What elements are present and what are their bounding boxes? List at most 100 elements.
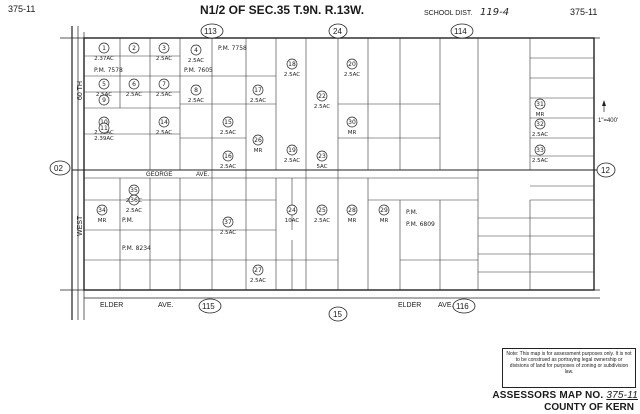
parcel-area: 2.5AC bbox=[220, 130, 236, 136]
parcel-label: 332.5AC bbox=[532, 144, 548, 164]
parcel-label: 25 2.5AC bbox=[314, 204, 330, 224]
parcel-label: 15 2.5AC bbox=[220, 116, 236, 136]
parcel-number: 19 bbox=[288, 147, 296, 154]
parcel-area: 2.5AC bbox=[250, 278, 266, 284]
parcel-label: 24 10AC bbox=[285, 204, 300, 224]
parcel-number: 9 bbox=[102, 97, 106, 104]
adjacent-sheets: 02 113 24 114 12 115 15 116 bbox=[49, 23, 616, 322]
parcel-number-circle bbox=[286, 204, 298, 216]
parcel-number-circle bbox=[190, 84, 202, 96]
parcel-area: 2.5AC bbox=[126, 92, 142, 98]
parcel-number-circle bbox=[286, 144, 298, 156]
parcel-number-circle bbox=[98, 122, 110, 134]
parcel-number: 6 bbox=[132, 81, 136, 88]
adjacent-sheet-marker: 24 bbox=[328, 23, 348, 39]
parcel-number: 34 bbox=[98, 207, 106, 214]
parcel-number: 25 bbox=[318, 207, 326, 214]
parcel-label: 322.5AC bbox=[532, 118, 548, 138]
assessors-map-number: ASSESSORS MAP NO. 375-11 bbox=[478, 390, 638, 401]
street-label-george: GEORGE bbox=[146, 172, 172, 178]
parcel-area: 2.39AC bbox=[94, 136, 114, 142]
parcel-number: 29 bbox=[380, 207, 388, 214]
svg-text:113: 113 bbox=[204, 27, 217, 36]
parcel-label: 162.5AC bbox=[220, 150, 236, 170]
map-number-left: 375-11 bbox=[8, 4, 35, 14]
parcel-number: 26 bbox=[254, 137, 262, 144]
parcel-area: 2.5AC bbox=[344, 72, 360, 78]
parcel-lines bbox=[84, 38, 594, 290]
parcel-label: 2 bbox=[128, 42, 140, 54]
adjacent-sheet-marker: 15 bbox=[328, 306, 348, 322]
parcel-number: 24 bbox=[288, 207, 296, 214]
parcel-number: 15 bbox=[224, 119, 232, 126]
parcel-number-circle bbox=[128, 42, 140, 54]
parcel-number-circle bbox=[98, 94, 110, 106]
street-label-elder-right: ELDER bbox=[398, 302, 421, 309]
parcel-area: 10AC bbox=[285, 218, 300, 224]
parcel-area: 2.5AC bbox=[314, 218, 330, 224]
assessors-map-value: 375-11 bbox=[606, 390, 638, 401]
parcel-area: MR bbox=[348, 218, 357, 224]
pm-annotation: P.M. 6809 bbox=[406, 221, 435, 228]
parcel-area: 2.5AC bbox=[156, 92, 172, 98]
north-arrow-icon bbox=[602, 100, 606, 106]
parcel-number: 23 bbox=[318, 153, 326, 160]
parcel-label: 9 bbox=[98, 94, 110, 106]
parcel-number: 30 bbox=[348, 119, 356, 126]
parcel-label: 6 2.5AC bbox=[126, 78, 142, 98]
parcel-area: 2.5AC bbox=[156, 130, 172, 136]
pm-annotation: P.M. bbox=[406, 209, 418, 216]
parcel-area: 2.5AC bbox=[220, 230, 236, 236]
parcel-number-circle bbox=[346, 204, 358, 216]
parcel-number-circle bbox=[316, 150, 328, 162]
svg-text:12: 12 bbox=[601, 166, 610, 175]
street-label-elder-ave-left: AVE. bbox=[158, 302, 173, 309]
map-title: N1/2 OF SEC.35 T.9N. R.13W. bbox=[200, 3, 364, 17]
parcel-label: 32.5AC bbox=[156, 42, 172, 62]
parcel-number-circle bbox=[346, 58, 358, 70]
parcel-label: 362.5AC bbox=[126, 194, 142, 214]
parcel-area: 2.37AC bbox=[94, 56, 114, 62]
svg-text:24: 24 bbox=[333, 27, 342, 36]
parcel-number-circle bbox=[190, 44, 202, 56]
parcel-number: 28 bbox=[348, 207, 356, 214]
section-boundary bbox=[60, 26, 600, 320]
parcel-area: 2.5AC bbox=[188, 58, 204, 64]
parcel-map-annotations: P.M. 7578 P.M. 7605 P.M. 6809 P.M. 8234 … bbox=[94, 45, 435, 252]
county-label: COUNTY OF KERN bbox=[544, 402, 634, 413]
parcel-number-circle bbox=[252, 134, 264, 146]
parcel-number: 22 bbox=[318, 93, 326, 100]
parcel-area: 2.5AC bbox=[284, 158, 300, 164]
parcel-label: 12.37AC bbox=[94, 42, 114, 62]
parcel-number: 11 bbox=[100, 125, 108, 132]
parcel-labels: 12.37AC232.5AC42.5AC52.5AC62.5AC72.5AC82… bbox=[94, 42, 548, 284]
parcel-label: 22 2.5AC bbox=[314, 90, 330, 110]
parcel-area: MR bbox=[254, 148, 263, 154]
school-district-value: 119-4 bbox=[480, 7, 509, 18]
pm-annotation: P.M. bbox=[122, 217, 134, 224]
parcel-area: 2.5AC bbox=[188, 98, 204, 104]
parcel-number: 33 bbox=[536, 147, 544, 154]
parcel-area: MR bbox=[98, 218, 107, 224]
parcel-area: 5AC bbox=[316, 164, 327, 170]
parcel-label: 172.5AC bbox=[250, 84, 266, 104]
parcel-number-circle bbox=[378, 204, 390, 216]
parcel-label: 182.5AC bbox=[284, 58, 300, 78]
parcel-area: 2.5AC bbox=[250, 98, 266, 104]
parcel-label: 82.5AC bbox=[188, 84, 204, 104]
parcel-number-circle bbox=[222, 150, 234, 162]
parcel-area: 2.5AC bbox=[314, 104, 330, 110]
parcel-number: 20 bbox=[348, 61, 356, 68]
parcel-area: 2.5AC bbox=[284, 72, 300, 78]
street-label-60th: 60 TH bbox=[77, 81, 84, 100]
adjacent-sheet-marker: 113 bbox=[200, 23, 224, 39]
parcel-number: 2 bbox=[132, 45, 136, 52]
pm-annotation: P.M. 7578 bbox=[94, 67, 123, 74]
parcel-area: MR bbox=[536, 112, 545, 118]
parcel-number-circle bbox=[128, 78, 140, 90]
parcel-number: 32 bbox=[536, 121, 544, 128]
parcel-number: 3 bbox=[162, 45, 166, 52]
adjacent-sheet-marker: 116 bbox=[452, 298, 476, 314]
